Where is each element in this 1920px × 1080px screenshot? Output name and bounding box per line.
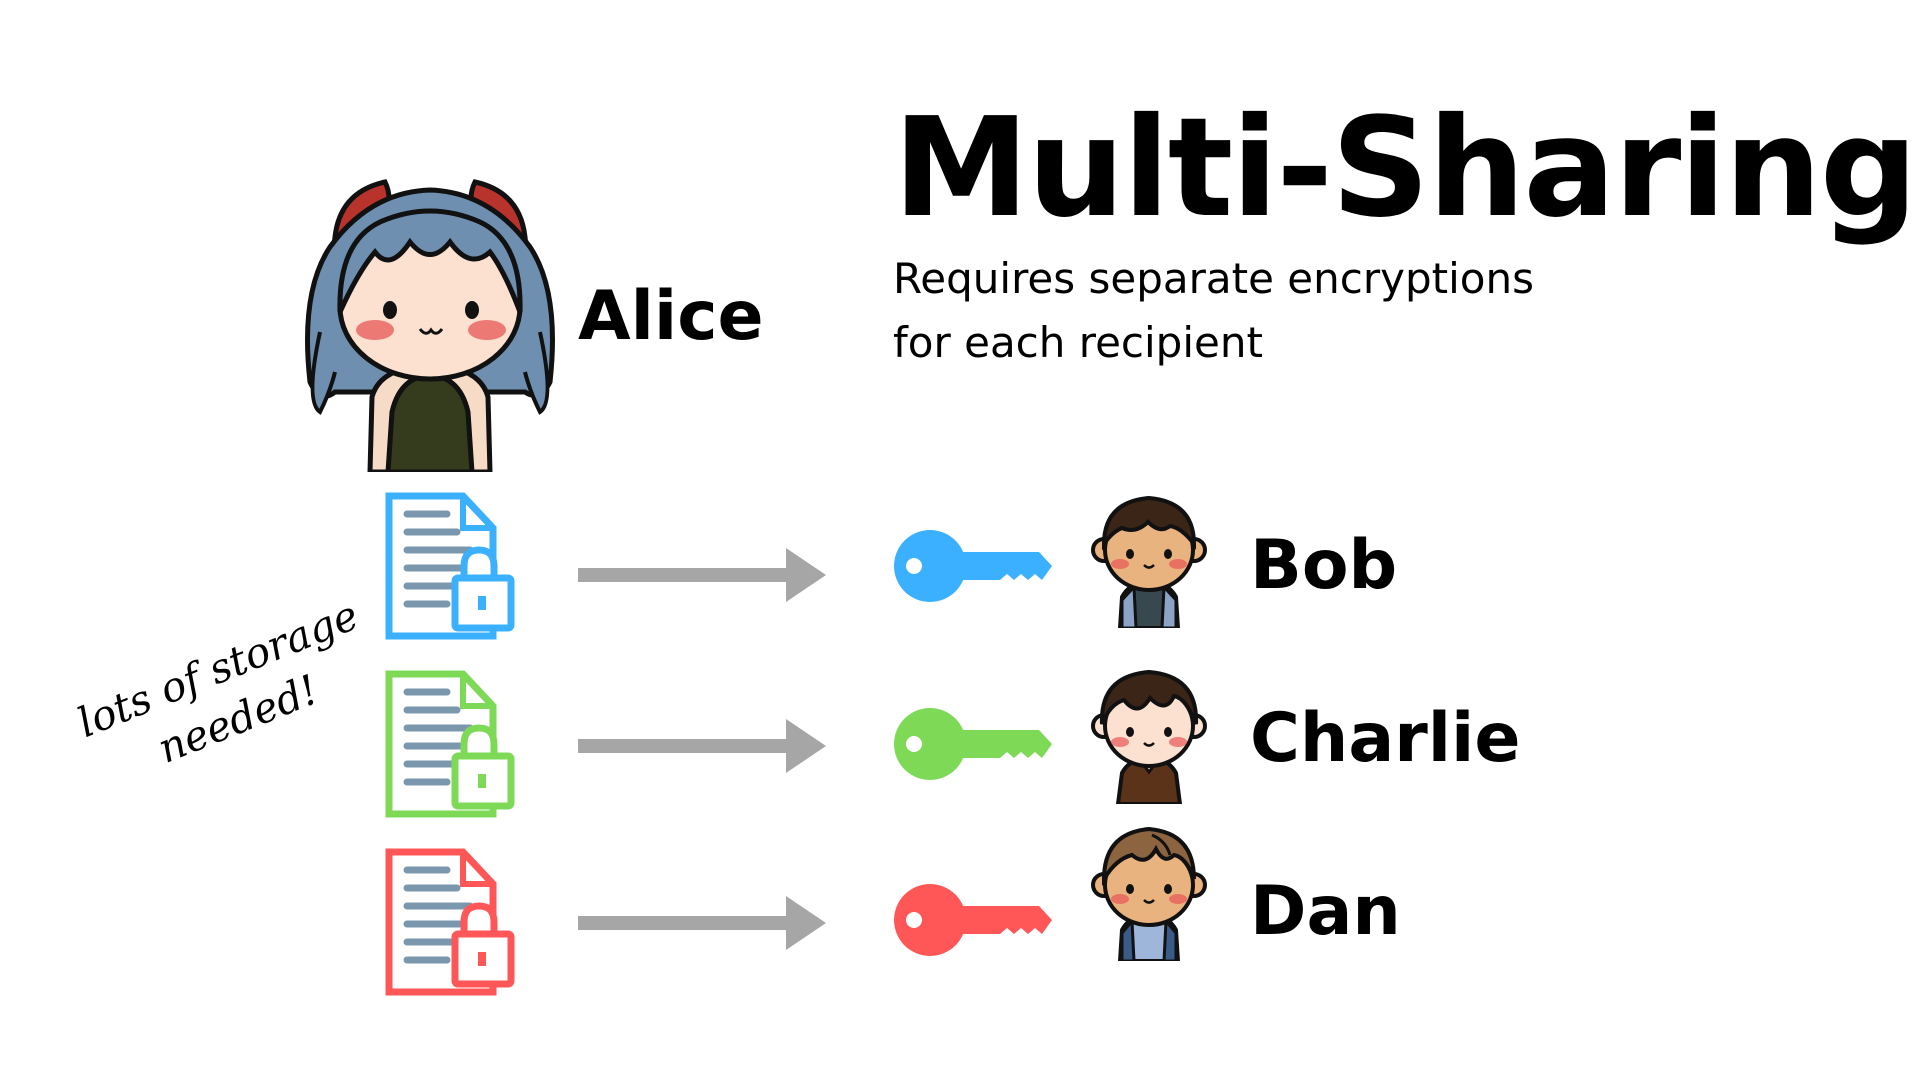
storage-note: lots of storage needed! — [50, 580, 406, 808]
charlie-avatar-icon — [1091, 669, 1207, 804]
locked-document-icon — [385, 492, 515, 640]
alice-avatar-icon — [305, 179, 555, 472]
arrow-icon — [578, 719, 826, 773]
locked-document-icon — [385, 670, 515, 818]
bob-avatar-icon — [1091, 495, 1207, 628]
key-icon — [894, 884, 1052, 956]
locked-document-icon — [385, 848, 515, 996]
key-icon — [894, 708, 1052, 780]
sender-name: Alice — [578, 277, 764, 356]
arrow-icon — [578, 896, 826, 950]
recipient-name-bob: Bob — [1250, 526, 1398, 605]
dan-avatar-icon — [1091, 826, 1207, 961]
arrow-icon — [578, 548, 826, 602]
subtitle-line-2: for each recipient — [893, 318, 1263, 367]
recipient-name-charlie: Charlie — [1250, 699, 1521, 778]
recipient-name-dan: Dan — [1250, 872, 1401, 951]
diagram-title: Multi-Sharing — [893, 89, 1918, 248]
subtitle-line-1: Requires separate encryptions — [893, 254, 1534, 303]
diagram-subtitle: Requires separate encryptions for each r… — [893, 247, 1793, 375]
key-icon — [894, 530, 1052, 602]
